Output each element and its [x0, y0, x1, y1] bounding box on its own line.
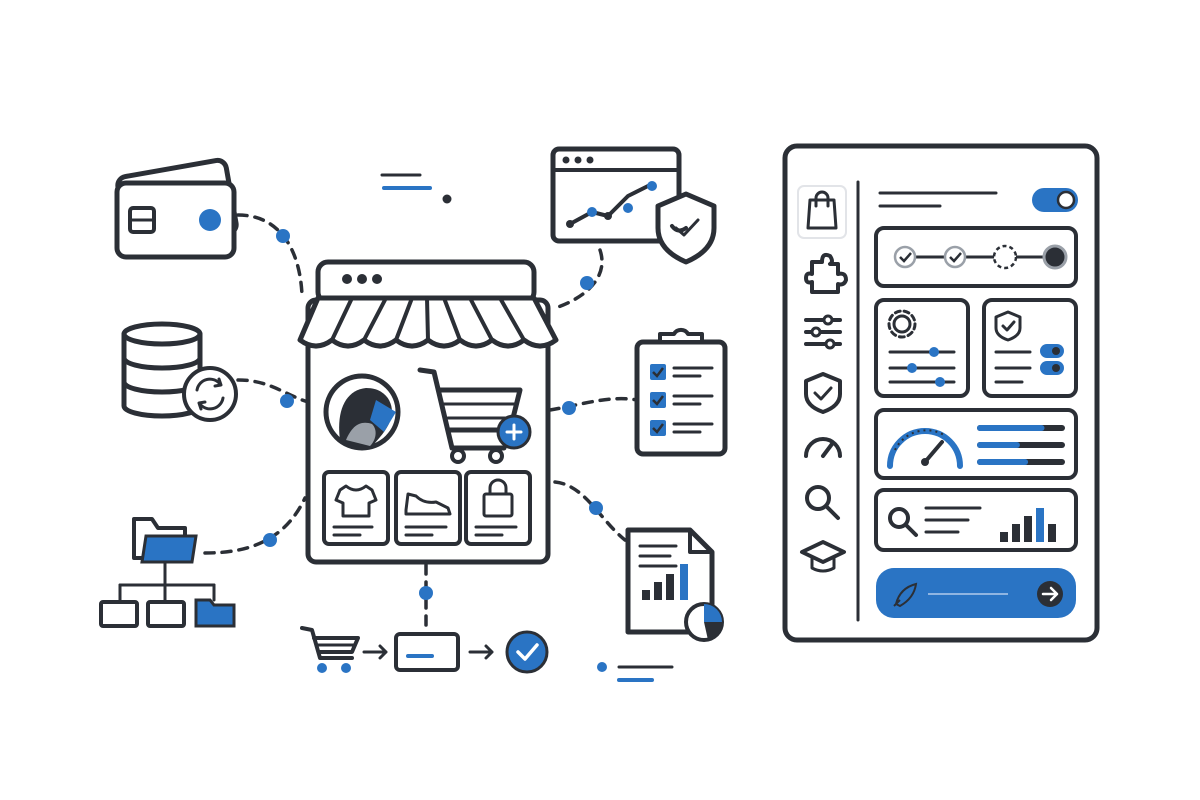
mini-chart-bar	[1036, 508, 1044, 542]
dashboard-panel	[782, 143, 1100, 643]
sidebar-item-store[interactable]	[797, 185, 847, 239]
performance-card[interactable]	[874, 408, 1078, 480]
product-card-bag[interactable]	[464, 470, 532, 546]
credit-cards-icon	[114, 157, 239, 260]
shield-check-icon	[655, 191, 717, 265]
shopping-bag-icon	[806, 198, 838, 230]
shield-icon[interactable]	[804, 372, 842, 414]
decorative-dashes-top	[380, 173, 452, 204]
graduation-cap-icon[interactable]	[800, 540, 846, 573]
tshirt-icon	[334, 484, 378, 518]
checkout-flow-icon	[300, 626, 549, 674]
mini-chart-bar	[1012, 524, 1020, 542]
mini-bar-chart	[1000, 508, 1056, 542]
gear-icon	[892, 314, 912, 334]
performance-bars	[977, 425, 1065, 465]
storefront-icon	[297, 259, 559, 565]
report-document-icon	[625, 527, 724, 642]
arrow-right-icon	[1037, 581, 1063, 607]
checklist-clipboard-icon	[634, 327, 728, 457]
speedometer-icon[interactable]	[804, 437, 842, 458]
launch-button[interactable]	[876, 568, 1076, 618]
shield-check-icon	[994, 310, 1022, 342]
shopping-cart-plus-icon	[417, 367, 532, 464]
connector-lines	[203, 213, 639, 632]
search-icon[interactable]	[805, 485, 840, 520]
progress-stepper	[874, 226, 1078, 288]
security-card[interactable]	[982, 298, 1078, 398]
sliders-icon[interactable]	[804, 314, 842, 350]
settings-card[interactable]	[874, 298, 970, 398]
search-card[interactable]	[874, 488, 1078, 552]
product-card-sneaker[interactable]	[394, 470, 462, 546]
puzzle-icon[interactable]	[804, 252, 848, 294]
database-sync-icon	[121, 321, 238, 422]
mini-chart-bar	[1000, 532, 1008, 542]
sidebar	[797, 185, 848, 573]
sneaker-icon	[404, 492, 452, 516]
rocket-icon	[893, 582, 918, 608]
settings-toggle[interactable]	[1032, 188, 1078, 212]
shopping-bag-icon	[482, 492, 514, 518]
search-icon	[888, 507, 910, 529]
folder-tree-icon	[99, 517, 236, 628]
decorative-dashes-bottom	[597, 662, 674, 682]
mini-chart-bar	[1024, 516, 1032, 542]
mini-chart-bar	[1048, 524, 1056, 542]
product-card-tshirt[interactable]	[322, 470, 390, 546]
avatar	[323, 373, 401, 451]
